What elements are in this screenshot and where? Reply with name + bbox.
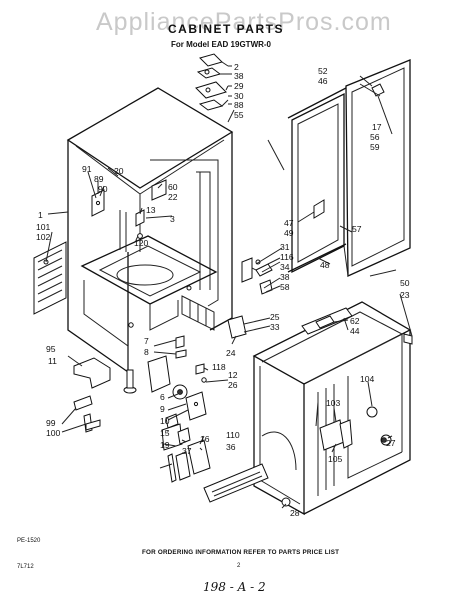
callout-46: 46 [318,76,328,86]
callout-7: 7 [144,336,149,346]
callout-15: 15 [160,428,170,438]
callout-100: 100 [46,428,61,438]
callout-50: 50 [400,278,410,288]
callout-8: 8 [144,347,149,357]
callout-38-lower: 38 [280,272,290,282]
callout-57: 57 [352,224,362,234]
callout-56: 56 [370,132,380,142]
callout-116: 116 [280,252,294,262]
callout-11: 11 [48,356,57,366]
callout-29: 29 [234,81,244,91]
callout-99: 99 [46,418,56,428]
callout-3: 3 [170,214,175,224]
callout-88: 88 [234,100,244,110]
callout-13: 13 [146,205,156,215]
cabinet-body [33,87,234,374]
ordering-note: FOR ORDERING INFORMATION REFER TO PARTS … [142,549,340,556]
drawing-code: PE-1520 [17,538,41,544]
callout-19: 19 [160,440,170,450]
callout-62: 62 [350,316,360,326]
callout-103: 103 [326,398,341,408]
callout-9: 9 [160,404,165,414]
callout-38: 38 [234,71,244,81]
handwritten-note: 198 - A - 2 [203,580,266,594]
callout-118: 118 [212,362,226,372]
top-hinge-parts [195,53,229,111]
callout-25: 25 [270,312,280,322]
callout-48: 48 [320,260,330,270]
callout-24: 24 [226,348,236,358]
diagram-subtitle: For Model EAD 19GTWR-0 [171,40,272,49]
callout-60: 60 [168,182,178,192]
callout-26: 26 [228,380,238,390]
callout-55: 55 [234,110,244,120]
diagram-title: CABINET PARTS [168,22,284,36]
callout-91: 91 [82,164,92,174]
callout-44: 44 [350,326,360,336]
callout-10: 10 [160,416,170,426]
lower-hardware-parts [73,315,269,503]
callout-leader-lines [45,65,413,509]
callout-12: 12 [228,370,238,380]
callout-17: 17 [372,122,382,132]
callout-49: 49 [284,228,294,238]
callout-120: 120 [134,238,149,248]
callout-28: 28 [290,508,300,518]
callout-52: 52 [318,66,328,76]
callout-23: 23 [400,290,410,300]
callout-58: 58 [280,282,290,292]
callout-36: 36 [226,442,236,452]
callout-22: 22 [168,192,178,202]
freezer-cabinet-body [252,301,413,516]
callout-numbers: 2 38 29 30 88 55 52 46 17 56 59 91 89 90… [36,62,410,518]
callout-33: 33 [270,322,280,332]
callout-101: 101 [36,222,51,232]
page-number: 2 [237,563,241,569]
callout-95: 95 [46,344,56,354]
callout-47: 47 [284,218,294,228]
callout-31: 31 [280,242,290,252]
callout-2: 2 [234,62,239,72]
callout-6: 6 [160,392,165,402]
callout-1: 1 [38,210,43,220]
callout-16: 16 [200,434,210,444]
callout-34: 34 [280,262,290,272]
callout-37: 37 [182,446,192,456]
callout-30: 30 [234,91,244,101]
watermark: AppliancePartsPros.com [96,8,392,36]
print-code: 7L712 [17,564,34,570]
callout-102: 102 [36,232,51,242]
callout-90: 90 [98,184,108,194]
callout-20: 20 [114,166,124,176]
door-frame-assembly [287,59,411,278]
callout-27: 27 [386,438,396,448]
callout-104: 104 [360,374,375,384]
callout-89: 89 [94,174,104,184]
callout-59: 59 [370,142,380,152]
callout-110: 110 [226,430,240,440]
callout-105: 105 [328,454,343,464]
